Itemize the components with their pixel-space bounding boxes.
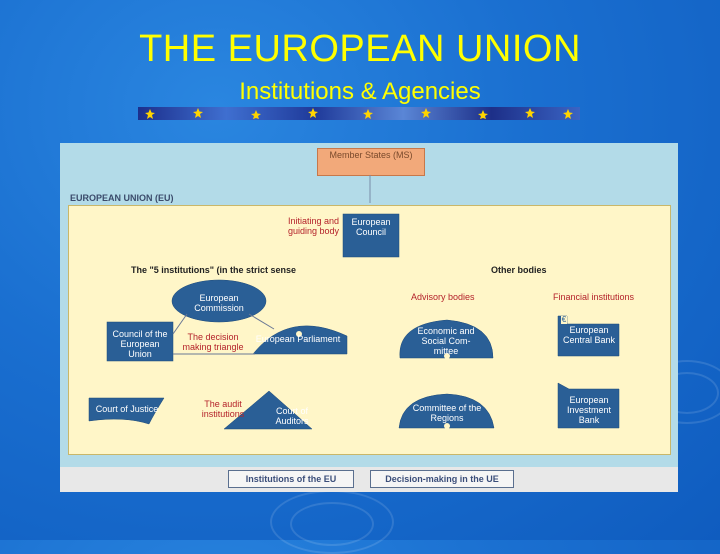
five-institutions-heading: The "5 institutions" (in the strict sens… xyxy=(131,265,297,275)
court-of-auditors-shape[interactable]: Court of Auditors xyxy=(275,406,309,426)
european-council-box[interactable]: European Council xyxy=(351,217,391,237)
navigation-bar: Institutions of the EU Decision-making i… xyxy=(60,467,678,492)
committee-regions-shape[interactable]: Committee of the Regions xyxy=(412,403,482,423)
council-of-eu-shape[interactable]: Council of the European Union xyxy=(112,329,168,359)
euro-icon: € xyxy=(561,315,567,324)
eu-institutions-diagram: Member States (MS) EUROPEAN UNION (EU) xyxy=(60,143,678,492)
institutions-button[interactable]: Institutions of the EU xyxy=(228,470,354,488)
advisory-bodies-label: Advisory bodies xyxy=(411,292,475,302)
eib-shape[interactable]: European Investment Bank xyxy=(566,395,612,425)
slide-title: THE EUROPEAN UNION xyxy=(139,28,581,70)
slide-subtitle: Institutions & Agencies xyxy=(239,78,481,105)
other-bodies-heading: Other bodies xyxy=(491,265,547,275)
initiating-label: Initiating and guiding body xyxy=(287,216,339,236)
european-commission-shape[interactable]: European Commission xyxy=(194,293,244,313)
member-states-box[interactable]: Member States (MS) xyxy=(317,148,425,176)
decision-making-button[interactable]: Decision-making in the UE xyxy=(370,470,514,488)
ecb-shape[interactable]: European Central Bank xyxy=(562,325,616,345)
eu-label: EUROPEAN UNION (EU) xyxy=(70,193,174,203)
economic-social-committee-shape[interactable]: Economic and Social Com- mittee xyxy=(417,326,475,356)
background-swirl xyxy=(290,502,374,546)
financial-institutions-label: Financial institutions xyxy=(553,292,635,302)
eu-flag-stars-banner-icon xyxy=(138,107,580,120)
audit-institutions-label: The audit institutions xyxy=(201,399,245,419)
eu-frame: Initiating and guiding body European Cou… xyxy=(68,205,671,455)
court-of-justice-shape[interactable]: Court of Justice xyxy=(95,404,159,414)
decision-triangle-label: The decision making triangle xyxy=(182,332,244,352)
european-parliament-shape[interactable]: European Parliament xyxy=(255,334,341,344)
